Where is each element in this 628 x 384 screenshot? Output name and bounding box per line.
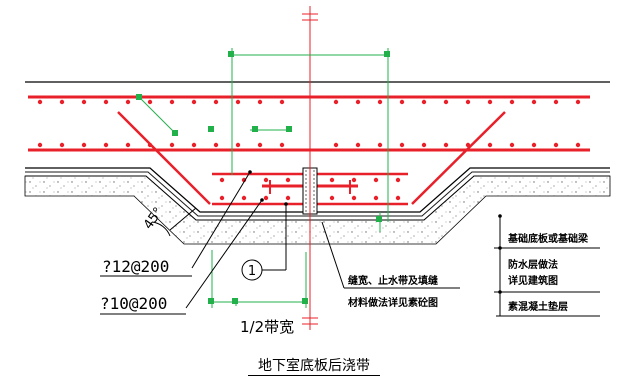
middle-rebar (28, 142, 590, 152)
legend-waterproof-2: 详见建筑图 (508, 274, 558, 287)
half-width-label: 1/2带宽 (240, 318, 294, 336)
leader-lines (100, 171, 600, 317)
dimension-ticks (136, 51, 390, 304)
cushion-layer (24, 175, 611, 245)
dimension-lines (139, 48, 389, 308)
legend-waterproof-1: 防水层做法 (508, 258, 558, 271)
joint-note-line2: 材料做法详见素砼图 (348, 296, 438, 309)
rebar-bottom-label: ?10@200 (100, 294, 167, 313)
leader-dots (248, 170, 502, 294)
depression-rebar-dots (219, 177, 401, 201)
rebar-top-label: ?12@200 (102, 257, 169, 276)
legend-cushion: 素混凝土垫层 (508, 300, 568, 313)
joint-note-line1: 缝宽、止水带及填缝 (348, 274, 438, 287)
center-line (302, 6, 318, 330)
detail-marker-circle (241, 259, 263, 281)
top-rebar (28, 95, 590, 105)
legend-foundation: 基础底板或基础梁 (507, 232, 589, 245)
drawing-caption-text: 地下室底板后浇带 (248, 358, 380, 376)
angle-arc (151, 221, 171, 237)
detail-marker-label: 1 (248, 264, 256, 279)
drawing-caption: 地下室底板后浇带 (0, 355, 628, 376)
